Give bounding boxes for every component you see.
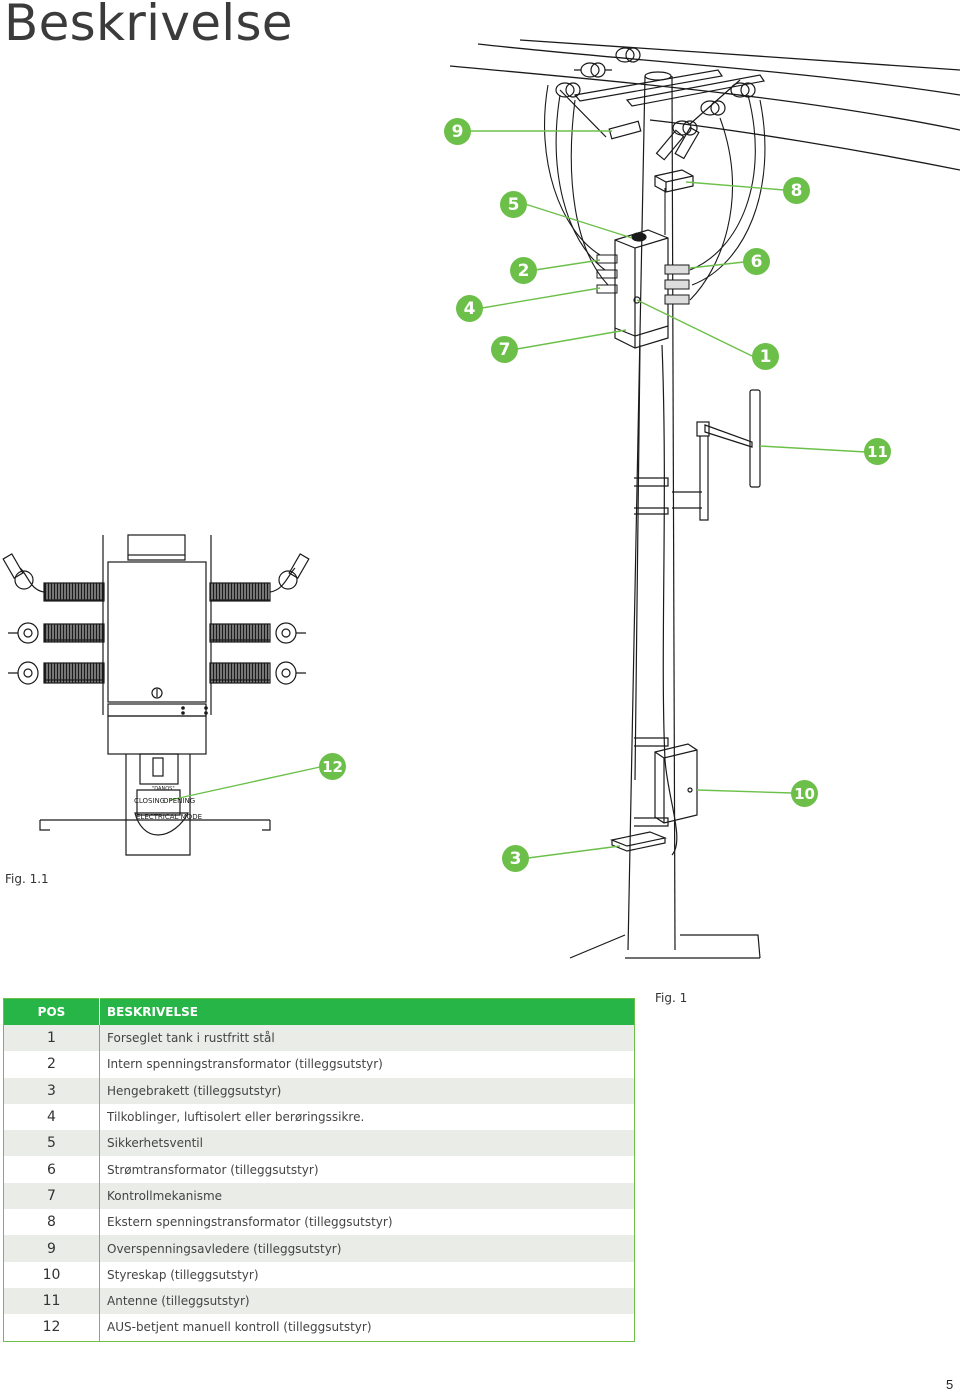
opening-label: OPENING <box>163 797 196 805</box>
ground <box>569 934 761 959</box>
row-description: Strømtransformator (tilleggsutstyr) <box>107 1162 319 1177</box>
leader-lines <box>169 130 867 859</box>
detail-drawing <box>2 534 310 856</box>
surge-arresters <box>608 120 700 161</box>
row-pos: 9 <box>3 1235 100 1262</box>
row-pos: 8 <box>3 1209 100 1236</box>
detail-bushings-left <box>2 553 105 685</box>
row-description: Forseglet tank i rustfritt stål <box>99 1025 635 1052</box>
table-row: 2 Intern spenningstransformator (tilleggs… <box>3 1051 635 1078</box>
row-description: Overspenningsavledere (tilleggsutstyr) <box>99 1235 635 1262</box>
callout-11: 11 <box>864 438 891 465</box>
row-description: Tilkoblinger, luftisolert eller berøring… <box>107 1110 365 1125</box>
control-cable <box>661 344 678 856</box>
row-description: Sikkerhetsventil <box>99 1130 635 1157</box>
control-cabinet <box>654 743 698 824</box>
row-description: Antenne (tilleggsutstyr) <box>99 1287 635 1315</box>
table-row: 6 Strømtransformator (tilleggsutstyr) <box>3 1156 635 1183</box>
row-description: Kontrollmekanisme <box>99 1182 635 1210</box>
main-figure-caption: Fig. 1 <box>655 991 688 1005</box>
table-row: 4 Tilkoblinger, luftisolert eller berørin… <box>3 1103 635 1131</box>
table-row: 8 Ekstern spenningstransformator (tillegg… <box>3 1209 635 1236</box>
cross-arms <box>559 69 766 138</box>
row-pos: 2 <box>3 1051 100 1078</box>
row-pos: 11 <box>3 1287 100 1315</box>
row-description: Styreskap (tilleggsutstyr) <box>107 1267 259 1282</box>
technical-drawing <box>2 39 960 959</box>
table-row: 10 Styreskap (tilleggsutstyr) <box>3 1261 635 1288</box>
callout-7: 7 <box>491 336 518 363</box>
detail-brand-label: "DANOS" <box>152 786 175 792</box>
row-description: Ekstern spenningstransformator (tilleggs… <box>107 1215 393 1230</box>
callout-2: 2 <box>510 257 537 284</box>
electrical-mode-label: ELECTRICAL MODE <box>136 813 203 821</box>
hanging-bracket <box>609 831 668 852</box>
column-header-pos: POS <box>3 998 100 1025</box>
closing-label: CLOSING <box>134 797 166 805</box>
table-row: 12 AUS-betjent manuell kontroll (tilleggs… <box>3 1314 635 1342</box>
callout-12: 12 <box>319 753 346 780</box>
callout-1: 1 <box>752 343 779 370</box>
callout-4: 4 <box>456 295 483 322</box>
column-header-description: BESKRIVELSE <box>99 998 635 1025</box>
pole-cable <box>634 344 641 781</box>
row-description: Hengebrakett (tilleggsutstyr) <box>99 1077 635 1104</box>
detail-figure-caption: Fig. 1.1 <box>5 872 49 886</box>
row-pos: 4 <box>3 1103 100 1131</box>
callout-5: 5 <box>500 191 527 218</box>
row-pos: 1 <box>3 1025 100 1052</box>
row-pos: 7 <box>3 1182 100 1210</box>
antenna <box>672 389 761 521</box>
power-lines <box>449 39 960 171</box>
detail-bushings-right <box>209 553 310 685</box>
callout-8: 8 <box>783 177 810 204</box>
page-title: Beskrivelse <box>4 0 293 52</box>
row-pos: 6 <box>3 1156 100 1183</box>
callout-9: 9 <box>444 118 471 145</box>
page-number: 5 <box>946 1377 954 1392</box>
row-pos: 12 <box>3 1314 100 1342</box>
row-description: AUS-betjent manuell kontroll (tilleggsut… <box>107 1320 372 1335</box>
row-description: Intern spenningstransformator (tilleggsu… <box>107 1057 383 1072</box>
row-pos: 10 <box>3 1261 100 1288</box>
drop-cables <box>544 84 766 301</box>
callout-10: 10 <box>791 780 818 807</box>
table-header-row: POS BESKRIVELSE <box>3 998 635 1025</box>
callout-3: 3 <box>502 845 529 872</box>
external-voltage-transformer <box>654 169 694 193</box>
row-pos: 3 <box>3 1077 100 1104</box>
recloser-tank <box>596 229 690 349</box>
callout-6: 6 <box>743 248 770 275</box>
row-pos: 5 <box>3 1130 100 1157</box>
